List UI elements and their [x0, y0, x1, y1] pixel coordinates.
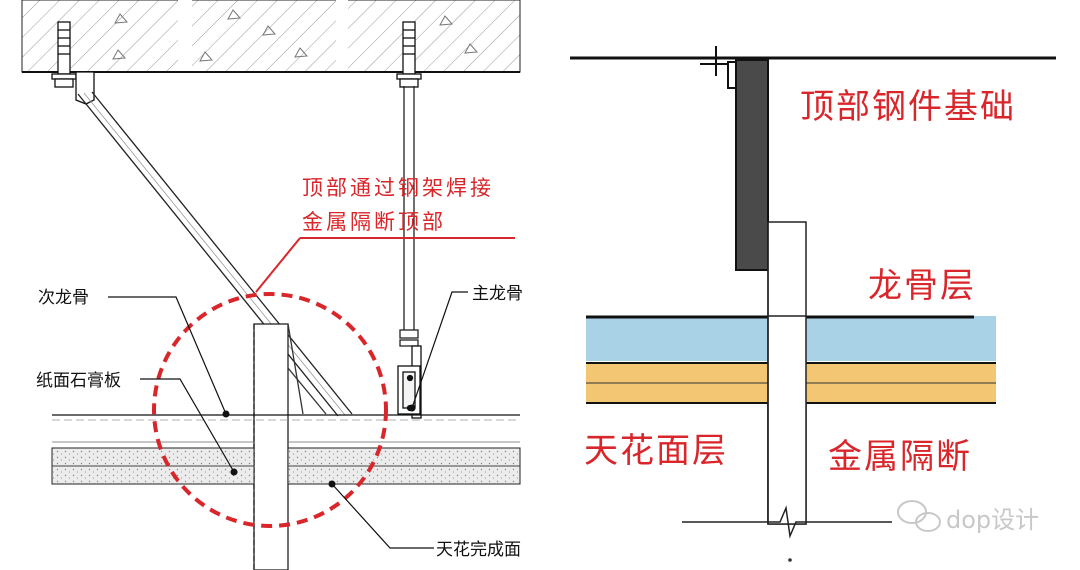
- anchor-bolt-right: [396, 21, 422, 88]
- right-schematic: 顶部钢件基础 龙骨层 天花面层 金属隔断: [570, 46, 1056, 562]
- top-angle-bracket: [75, 71, 95, 105]
- callout-line-2: 金属隔断顶部: [302, 210, 446, 234]
- ceiling-layers: [51, 414, 521, 485]
- watermark: dop设计: [897, 500, 1039, 534]
- concrete-slab: [21, 0, 521, 73]
- callout-line-1: 顶部通过钢架焊接: [302, 176, 494, 200]
- label-keel-layer: 龙骨层: [868, 266, 976, 306]
- steel-base-block: [735, 59, 769, 271]
- watermark-text: dop设计: [946, 506, 1039, 534]
- label-secondary-keel: 次龙骨: [38, 288, 89, 308]
- callout-leader: [255, 237, 515, 293]
- label-metal-partition: 金属隔断: [828, 437, 972, 477]
- partition-post: [253, 323, 327, 570]
- break-line: [682, 505, 892, 539]
- label-ceiling-layer: 天花面层: [584, 431, 728, 471]
- top-fixing-bolt: [700, 46, 740, 89]
- diagonal-steel-brace: [77, 91, 353, 417]
- label-gypsum-board: 纸面石膏板: [36, 370, 121, 391]
- label-main-keel: 主龙骨: [472, 284, 523, 304]
- wechat-icon: [897, 500, 941, 532]
- hanger-rod: [399, 86, 419, 347]
- label-finished-ceiling: 天花完成面: [436, 540, 521, 560]
- leader-lines: [108, 291, 468, 549]
- left-section-detail: 次龙骨 纸面石膏板 主龙骨 天花完成面 顶部通过钢架焊接 金属隔断顶部: [21, 0, 523, 570]
- label-steel-base: 顶部钢件基础: [800, 87, 1016, 127]
- highlight-circle: [152, 292, 388, 528]
- anchor-bolt-left: [51, 21, 77, 88]
